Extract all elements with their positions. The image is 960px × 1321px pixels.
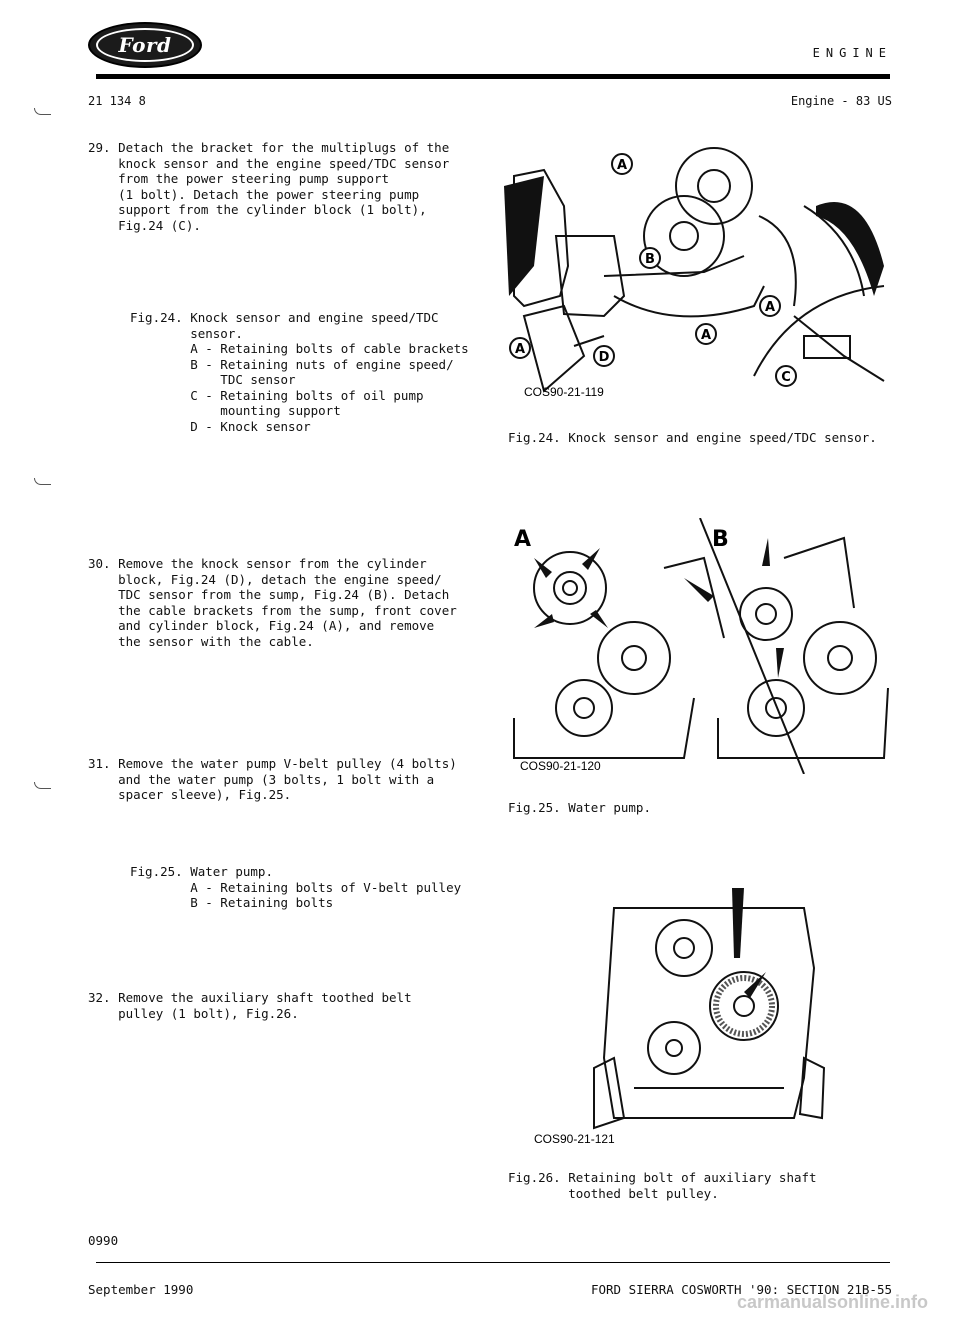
ford-logo: Ford (88, 22, 202, 68)
footer-title: FORD SIERRA COSWORTH '90: SECTION 21B-55 (590, 1282, 892, 1297)
fig24-illustration: A B A A A D C COS90-21-119 (504, 147, 885, 399)
fig25-label-a: A (514, 527, 531, 552)
watermark: carmanualsonline.info (736, 1292, 928, 1312)
fig26-caption: Fig.26. Retaining bolt of auxiliary shaf… (508, 1170, 817, 1201)
step-32: 32. Remove the auxiliary shaft toothed b… (88, 990, 412, 1021)
margin-mark (34, 478, 51, 485)
ford-logo-text: Ford (118, 33, 172, 57)
engine-model: Engine - 83 US (790, 94, 892, 108)
step-30: 30. Remove the knock sensor from the cyl… (88, 556, 457, 649)
step-29: 29. Detach the bracket for the multiplug… (88, 140, 450, 233)
fig24-label-c: C (781, 370, 791, 385)
fig24-code: COS90-21-119 (524, 385, 604, 399)
fig25-caption: Fig.25. Water pump. (508, 800, 651, 815)
footer-date: September 1990 (88, 1282, 194, 1297)
page-reference: 21 134 8 (88, 94, 146, 108)
margin-mark (34, 108, 51, 115)
header-rule (96, 74, 890, 79)
fig25-code: COS90-21-120 (520, 759, 601, 773)
fig24-label-b: B (645, 252, 655, 267)
fig25-legend: Fig.25. Water pump. A - Retaining bolts … (130, 864, 462, 910)
fig24-label-a3: A (701, 328, 711, 343)
footer-rule (96, 1262, 890, 1263)
document-code: 0990 (88, 1233, 119, 1248)
fig24-caption: Fig.24. Knock sensor and engine speed/TD… (508, 430, 877, 445)
step-31: 31. Remove the water pump V-belt pulley … (88, 756, 457, 802)
fig26-illustration: COS90-21-121 (534, 888, 826, 1146)
fig24-label-d: D (599, 350, 610, 365)
fig24-label-a2: A (765, 300, 775, 315)
fig25-illustration: A B COS90-21-120 (513, 518, 889, 774)
section-title: ENGINE (812, 46, 892, 60)
fig25-label-b: B (712, 527, 729, 552)
fig24-legend: Fig.24. Knock sensor and engine speed/TD… (130, 310, 469, 434)
fig26-code: COS90-21-121 (534, 1132, 615, 1146)
fig24-label-a: A (617, 158, 627, 173)
fig24-label-a4: A (515, 342, 525, 357)
margin-mark (34, 782, 51, 789)
